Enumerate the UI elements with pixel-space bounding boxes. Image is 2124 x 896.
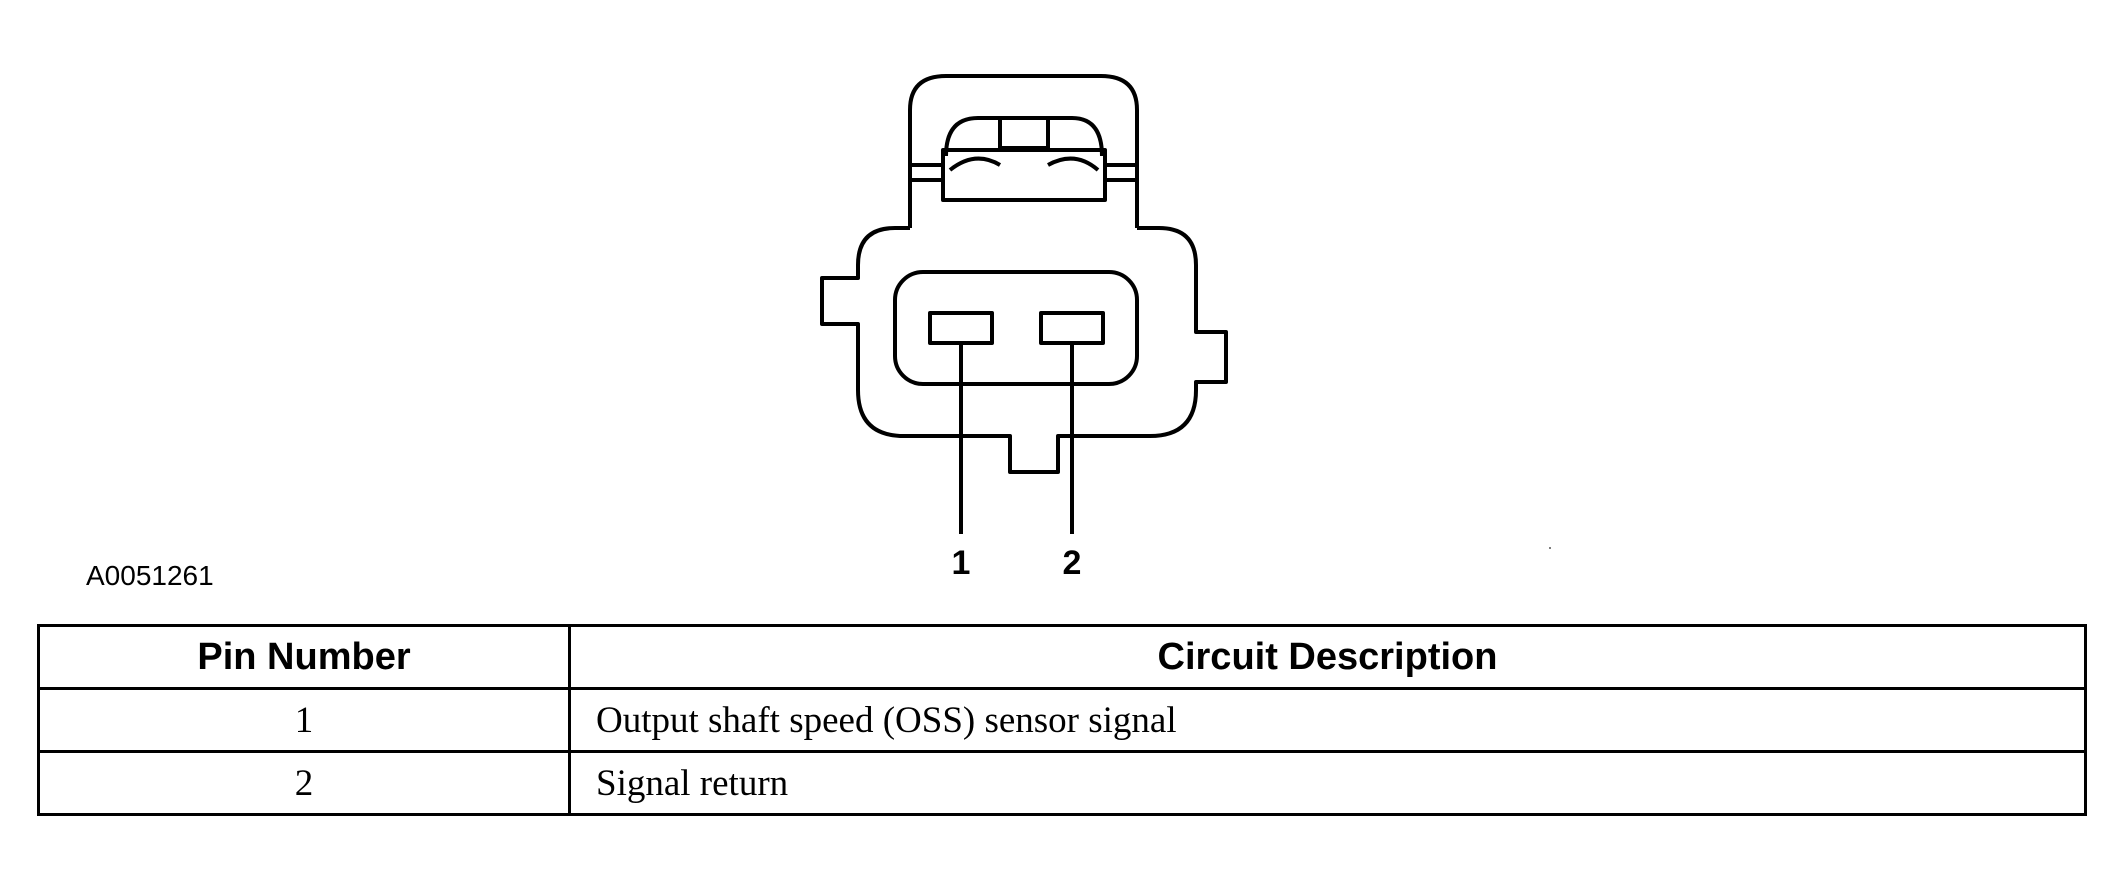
pin-2-terminal	[1039, 311, 1105, 345]
header-circuit-description: Circuit Description	[568, 624, 2087, 690]
connector-latch-dome	[944, 116, 1104, 157]
cell-description: Signal return	[568, 750, 2087, 816]
cell-pin: 1	[37, 687, 571, 753]
connector-cavity	[893, 270, 1139, 386]
pin-1-terminal	[928, 311, 994, 345]
speck	[1549, 547, 1551, 549]
table-row: 1 Output shaft speed (OSS) sensor signal	[37, 687, 2087, 753]
table-row: 2 Signal return	[37, 750, 2087, 816]
table-header-row: Pin Number Circuit Description	[37, 624, 2087, 690]
connector-diagram: 1 2	[820, 74, 1551, 582]
header-pin-number: Pin Number	[37, 624, 571, 690]
pin-1-label: 1	[952, 544, 971, 582]
connector-latch-knob	[998, 116, 1050, 150]
connector-latch-housing	[908, 74, 1139, 228]
connector-body	[820, 226, 1228, 474]
cell-pin: 2	[37, 750, 571, 816]
cell-description: Output shaft speed (OSS) sensor signal	[568, 687, 2087, 753]
connector-latch-tab	[941, 148, 1107, 202]
pin-2-label: 2	[1063, 544, 1082, 582]
pin-table: Pin Number Circuit Description 1 Output …	[37, 624, 2087, 816]
figure-id: A0051261	[86, 560, 214, 591]
